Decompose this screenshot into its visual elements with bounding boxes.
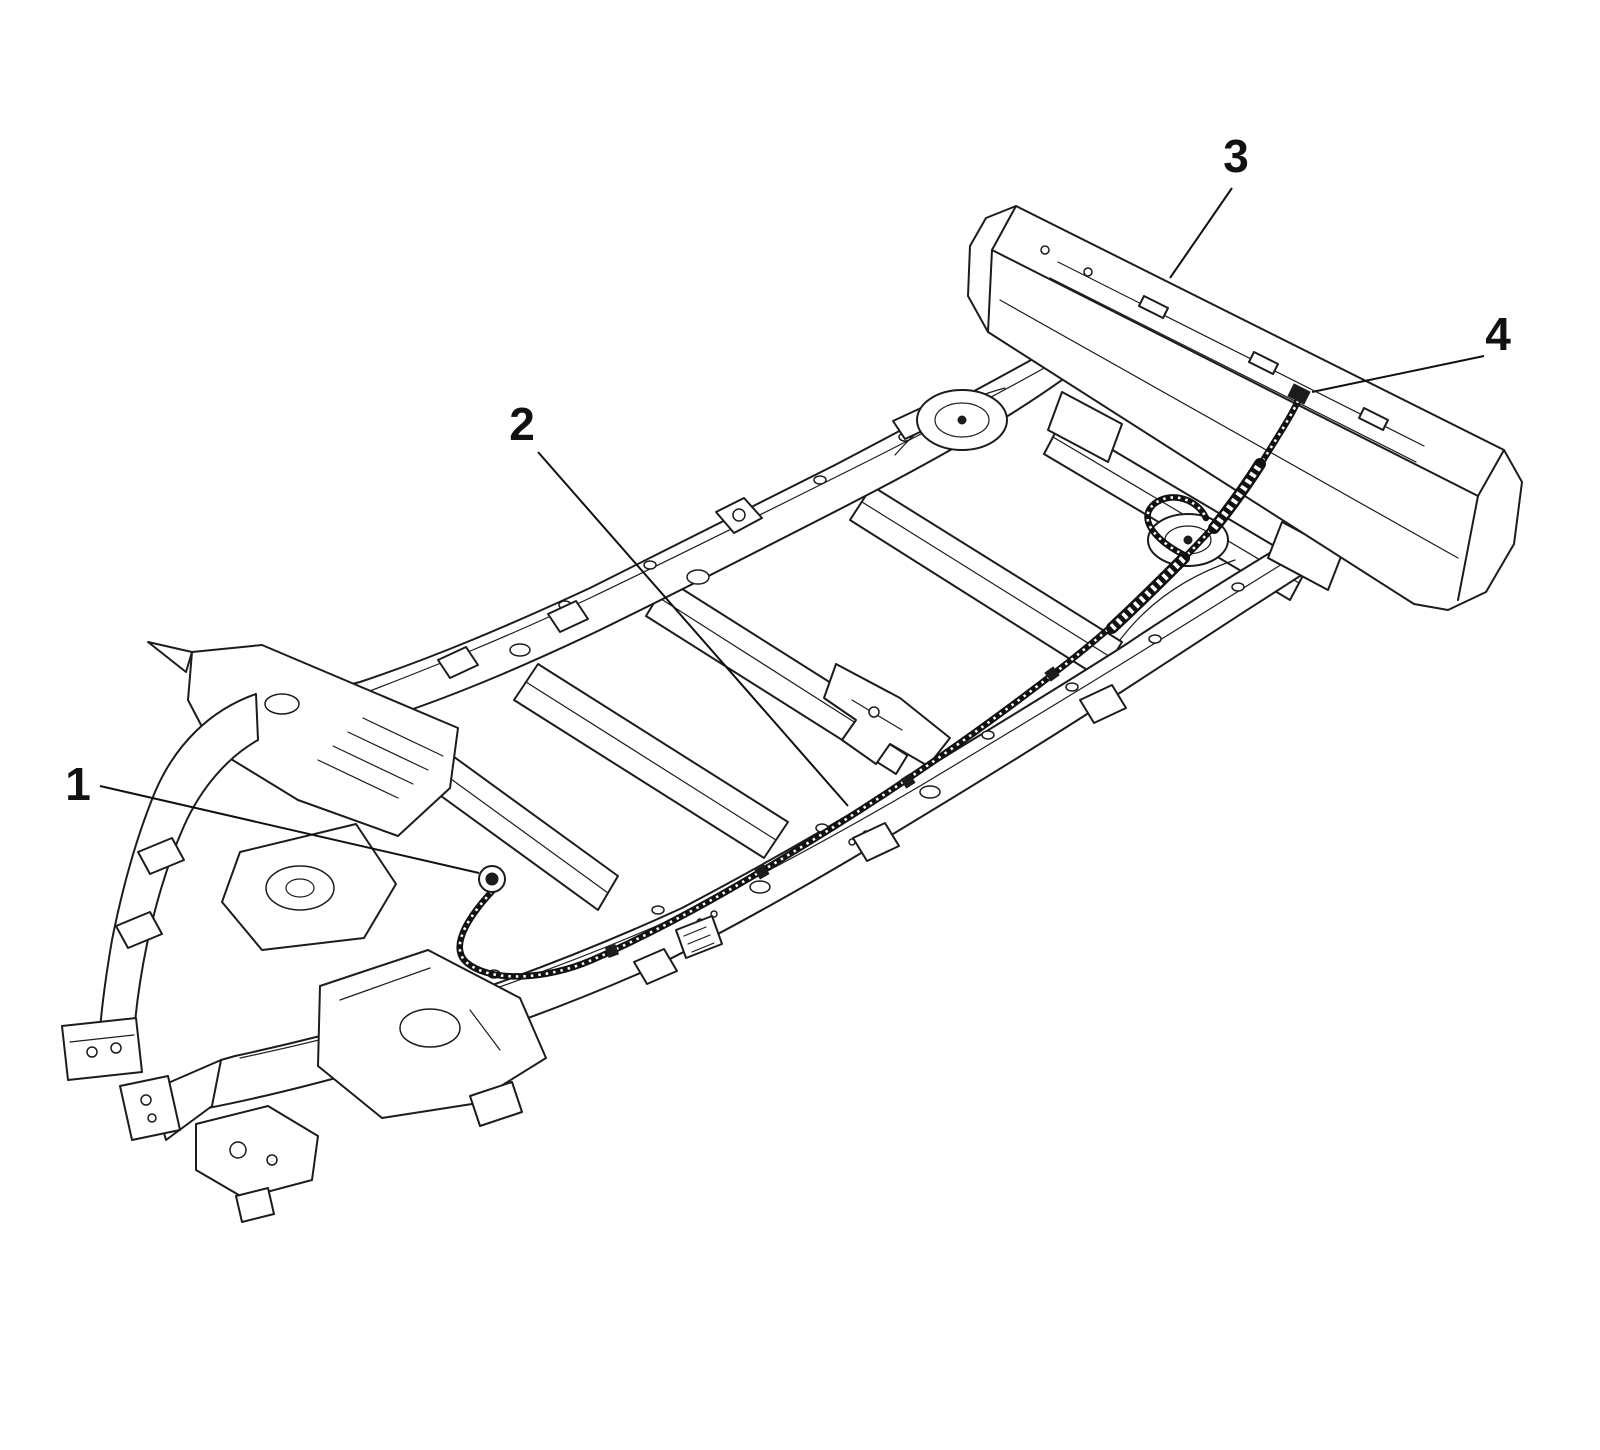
front-horn-bolt [110,1042,122,1054]
front-horn-bracket [61,1017,143,1081]
near-rail-slot [919,785,941,799]
lower-bracket-cluster [195,1105,319,1199]
bumper-slot [1358,407,1389,431]
lower-bracket-hole [266,1154,278,1166]
spring-seat-near-center [1183,535,1193,545]
harness-clip [1044,666,1060,682]
bumper-face-line [999,299,1459,559]
near-rail-kick-line [1119,559,1236,641]
lower-bracket-hole [229,1141,247,1159]
bumper-endcap-right [1457,449,1505,601]
front-plate-oval-inner [285,878,315,898]
spring-seat-far-inner [934,402,990,438]
front-plate-oval [265,865,335,911]
control-arm-ear [115,911,163,949]
far-rail-mount [547,600,589,633]
harness-convolute-1-ribbing [1109,555,1187,631]
near-rail-mount [633,948,678,985]
harness-clip [604,943,620,959]
front-near-horn-bracket [119,1075,181,1141]
gusset-hatch [362,717,444,757]
spring-seat-far-center [957,415,967,425]
wiring-harness [456,383,1311,980]
gusset-hatch [317,759,399,799]
far-rail-hole [643,560,657,570]
center-bracket [823,663,951,767]
bumper-top-crease [991,249,1479,497]
spring-seats [916,389,1229,567]
harness-slack-loop-ribbing [1146,496,1208,558]
near-rail-hole [651,905,665,915]
harness-convolute-2 [1208,458,1266,534]
callout-4-leader [1311,355,1485,393]
gusset-hatch [347,731,429,771]
callout-2-leader [537,451,849,807]
front-gusset-plate [187,644,459,837]
bumper-endcap-left [987,205,1017,333]
near-rail-hole [1148,634,1162,644]
harness-clip [900,773,916,789]
control-arm-ear [137,837,185,875]
harness-clip [754,864,770,880]
harness-connector [485,872,499,886]
crossmember-midrear-rib [1052,436,1300,584]
near-rail-hole [981,730,995,740]
callout-1: 1 [65,758,480,874]
front-far-horn [99,693,259,1035]
callout-4-label: 4 [1485,308,1511,360]
far-rail-hole [813,475,827,485]
front-near-horn-bolt [147,1113,157,1123]
front-horn-bolt [86,1046,98,1058]
callout-2-label: 2 [509,398,535,450]
front-horn-bracket-line [69,1034,135,1043]
callouts: 1 2 3 4 [65,130,1511,874]
crossmember-a-rib [861,501,1113,659]
near-rail-hole [1231,582,1245,592]
near-rail-slot [749,880,771,894]
near-rail-mount [852,822,900,862]
lower-bracket-tab [235,1187,275,1223]
center-bracket-hole [868,706,880,718]
callout-1-leader [99,785,480,874]
far-rail-mount [437,646,479,679]
far-rail-hook-hole [732,508,746,522]
front-near-horn-bolt [140,1094,152,1106]
bumper-bracket [1047,391,1123,463]
far-rail-slot [686,569,710,585]
engine-crossmember-line [469,1009,501,1051]
gusset-hole [264,693,300,715]
far-rail-band [255,291,1151,742]
near-rail-mount [1079,684,1127,724]
callout-2: 2 [509,398,849,807]
callout-3-leader [1169,187,1233,279]
crossmember-c-rib [525,681,777,841]
bumper-bolt [1040,245,1050,255]
near-rail-hole [1065,682,1079,692]
harness-retainer-clip [1287,383,1311,405]
engine-crossmember-line [339,967,431,1001]
callout-1-label: 1 [65,758,91,810]
engine-crossmember-oval [399,1008,461,1048]
bumper-bolt [1083,267,1093,277]
front-gusset-tab [147,641,193,673]
callout-3-label: 3 [1223,130,1249,182]
caution-label-plate [675,915,723,959]
rear-bumper-assembly [967,205,1523,611]
crossmembers [407,299,1406,911]
front-section [61,693,547,1223]
bumper-slot [1248,351,1279,375]
bumper-step-line [1049,277,1417,463]
engine-crossmember-bracket [469,1081,523,1127]
callout-4: 4 [1311,308,1511,393]
bumper-slot [1138,295,1169,319]
callout-3: 3 [1169,130,1249,279]
caution-label-lines [683,926,715,953]
gusset-hatch [332,745,414,785]
far-rail-slot [509,643,531,657]
